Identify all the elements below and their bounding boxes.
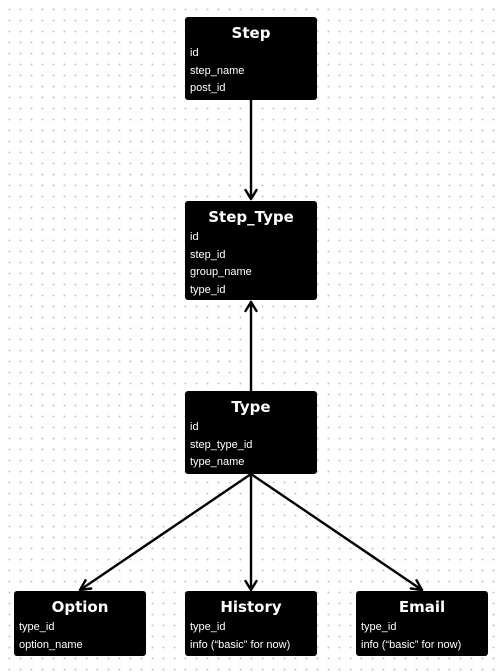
field-step-step-name: step_name xyxy=(190,64,245,77)
connector-type-to-email xyxy=(249,472,424,592)
entity-option-title: Option xyxy=(51,598,109,616)
field-email-type-id: type_id xyxy=(361,621,397,633)
entity-email[interactable]: Email type_id info (“basic” for now) xyxy=(356,591,488,656)
entity-email-title: Email xyxy=(398,598,446,616)
field-step-type-type-id: type_id xyxy=(190,283,226,296)
field-type-type-name: type_name xyxy=(190,456,245,468)
entity-step-fields: id step_name post_id xyxy=(185,45,317,98)
field-history-type-id: type_id xyxy=(190,621,226,633)
entity-step-type-title: Step_Type xyxy=(208,208,294,226)
entity-step[interactable]: Step id step_name post_id xyxy=(185,17,317,100)
field-option-type-id: type_id xyxy=(19,621,55,633)
entity-step-type[interactable]: Step_Type id step_id group_name type_id xyxy=(185,201,317,300)
entity-option-fields: type_id option_name xyxy=(14,619,146,654)
field-option-option-name: option_name xyxy=(19,638,83,651)
connector-type-to-step-type xyxy=(244,300,258,393)
field-step-type-group-name: group_name xyxy=(190,266,252,278)
entity-step-type-fields: id step_id group_name type_id xyxy=(185,229,317,299)
entity-step-title: Step xyxy=(231,24,271,42)
entity-history-title: History xyxy=(220,598,282,616)
entity-type[interactable]: Type id step_type_id type_name xyxy=(185,391,317,474)
connector-type-to-history xyxy=(244,472,258,592)
connector-type-to-option xyxy=(78,472,253,592)
entity-type-title: Type xyxy=(231,398,271,416)
field-step-id: id xyxy=(190,47,199,59)
field-history-info: info (“basic” for now) xyxy=(190,638,291,651)
entity-history-fields: type_id info (“basic” for now) xyxy=(185,619,317,654)
field-type-step-type-id: step_type_id xyxy=(190,438,253,451)
field-step-type-step-id: step_id xyxy=(190,248,226,261)
field-step-type-id: id xyxy=(190,231,199,243)
connector-step-to-step-type xyxy=(244,98,258,201)
field-type-id: id xyxy=(190,421,199,433)
entity-history[interactable]: History type_id info (“basic” for now) xyxy=(185,591,317,656)
entity-option[interactable]: Option type_id option_name xyxy=(14,591,146,656)
field-email-info: info (“basic” for now) xyxy=(361,638,462,651)
entity-email-fields: type_id info (“basic” for now) xyxy=(356,619,488,654)
field-step-post-id: post_id xyxy=(190,82,226,94)
entity-type-fields: id step_type_id type_name xyxy=(185,419,317,472)
